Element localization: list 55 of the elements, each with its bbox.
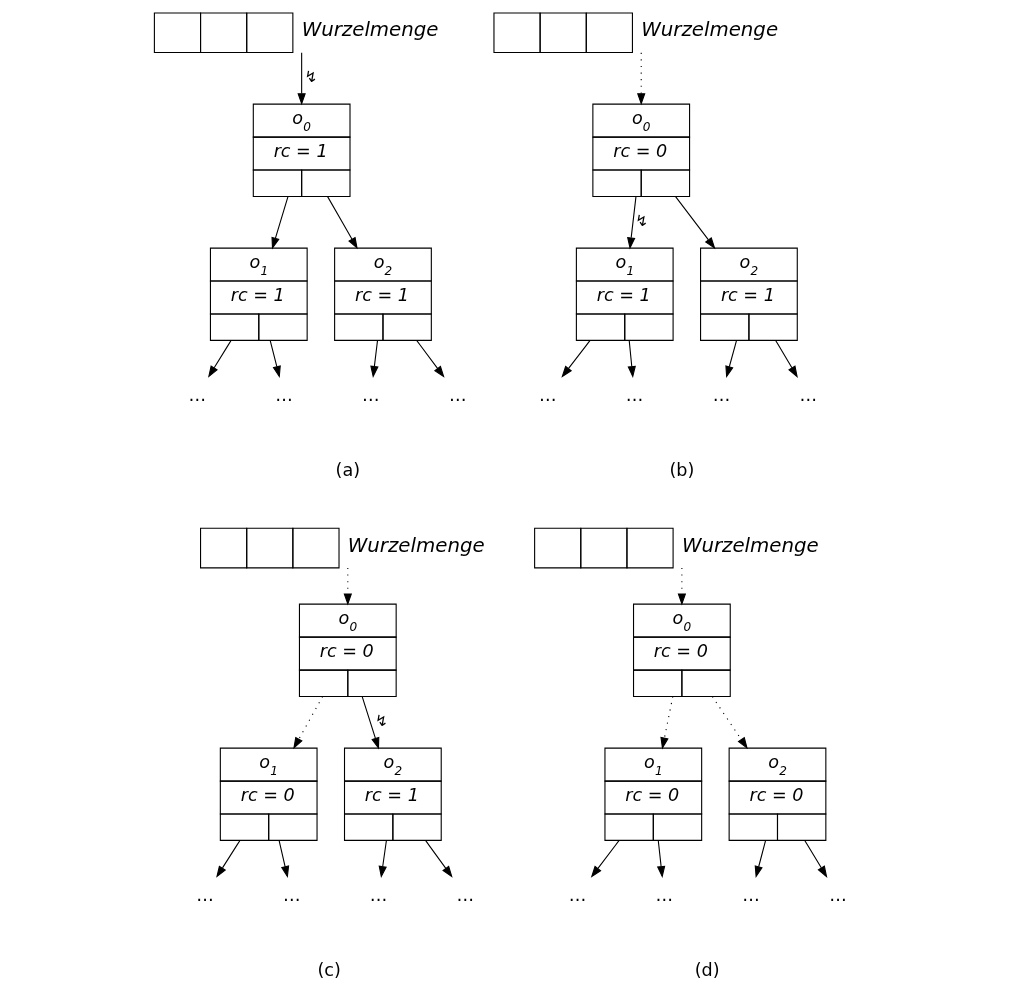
node-label: Wurzelmenge <box>347 533 485 557</box>
arrow <box>296 52 306 106</box>
node-text: … <box>187 384 206 405</box>
node-text: … <box>456 884 474 905</box>
arrow <box>627 340 636 379</box>
arrow <box>754 840 766 879</box>
arrow <box>369 340 379 379</box>
node-text: … <box>369 884 387 905</box>
label: (a) <box>335 460 360 481</box>
arrow <box>415 340 445 378</box>
node-text: … <box>655 884 673 905</box>
arrow <box>326 196 358 250</box>
arrow <box>774 340 798 378</box>
label: (c) <box>316 960 341 981</box>
edge-label: ↯ <box>304 68 317 87</box>
edge-label: ↯ <box>634 212 648 231</box>
arrow <box>343 567 352 606</box>
arrow <box>636 52 645 106</box>
arrow <box>424 840 453 878</box>
edge-label: ↯ <box>374 712 388 731</box>
node-label: Wurzelmenge <box>681 533 819 557</box>
arrow <box>711 696 748 750</box>
arrow <box>590 840 619 878</box>
node-text: … <box>568 884 586 905</box>
node-text: … <box>798 384 817 405</box>
node-label: Wurzelmenge <box>301 18 439 42</box>
arrow <box>215 840 240 878</box>
arrow <box>361 696 379 750</box>
arrow <box>207 340 231 378</box>
node-text: … <box>448 384 466 405</box>
arrow <box>659 696 673 750</box>
arrow <box>560 340 590 378</box>
node-label: Wurzelmenge <box>640 18 778 42</box>
arrow <box>292 696 323 750</box>
arrow <box>278 840 289 879</box>
arrow <box>378 840 387 879</box>
label: (d) <box>694 960 720 981</box>
arrow <box>724 340 737 379</box>
node-text: … <box>274 384 293 405</box>
arrow <box>803 840 827 878</box>
node-text: … <box>712 384 730 405</box>
node-text: … <box>625 384 643 405</box>
arrow <box>656 840 665 879</box>
node-text: … <box>195 884 214 905</box>
arrow <box>677 567 686 606</box>
node-text: … <box>361 384 380 405</box>
arrow <box>269 340 281 379</box>
node-text: … <box>828 884 847 905</box>
node-text: … <box>282 884 301 905</box>
node-text: … <box>538 384 557 405</box>
label: (b) <box>668 460 694 481</box>
arrow <box>626 196 636 250</box>
node-text: … <box>741 884 760 905</box>
arrow <box>674 196 715 250</box>
arrow <box>270 196 289 250</box>
